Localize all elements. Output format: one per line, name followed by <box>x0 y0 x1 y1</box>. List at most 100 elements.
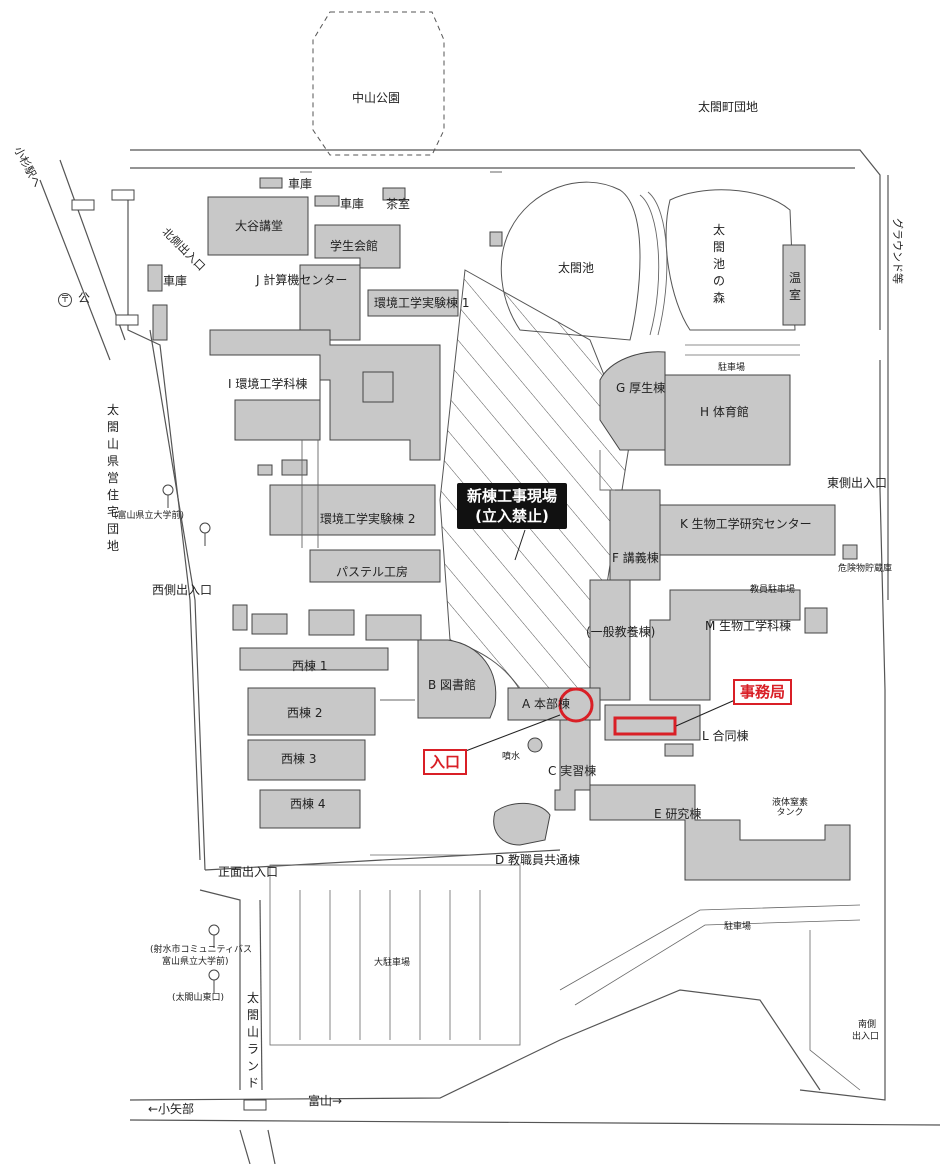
label-west4: 西棟 4 <box>290 797 326 811</box>
label-onshitsu: 温室 <box>788 271 801 302</box>
label-taikoyama-danchi: 太閤山県営住宅団地 <box>106 403 119 553</box>
label-west2: 西棟 2 <box>287 706 323 720</box>
label-j-center: J 計算機センター <box>256 273 348 287</box>
small-sq-1 <box>362 371 394 403</box>
hazmat-bldg <box>842 544 858 560</box>
g-kosei-bldg <box>599 351 666 451</box>
entrance-highlight-circle <box>558 687 594 723</box>
label-d-staff: D 教職員共通棟 <box>495 853 581 867</box>
label-toyama: 富山→ <box>308 1094 343 1108</box>
label-garage-1: 車庫 <box>288 177 313 191</box>
env-lab2-bldg <box>269 484 436 536</box>
label-taikoike: 太閤池 <box>558 261 595 275</box>
i-env-bldg <box>209 329 441 461</box>
label-k-bio: K 生物工学研究センター <box>680 517 812 531</box>
j-center-bldg <box>299 264 361 341</box>
west3-bldg <box>247 739 366 781</box>
label-b-library: B 図書館 <box>428 678 477 692</box>
label-garage-3: 車庫 <box>163 274 188 288</box>
chashitsu-bldg <box>382 187 406 201</box>
staff-parking-bldg <box>804 607 828 634</box>
l-joint-annex <box>664 743 694 757</box>
gate-marks <box>71 189 267 1111</box>
label-hazmat: 危険物貯蔵庫 <box>838 564 893 574</box>
label-lng-tank: 液体窒素タンク <box>771 798 808 818</box>
top-parking-grid <box>685 344 800 356</box>
label-chashitsu: 茶室 <box>386 197 411 211</box>
label-g-kosei: G 厚生棟 <box>616 381 666 395</box>
label-l-joint: L 合同棟 <box>702 729 749 743</box>
otani-hall-bldg <box>207 196 309 256</box>
onshitsu-bldg <box>782 244 806 326</box>
label-taikoike-forest: 太閤池の森 <box>712 223 725 305</box>
label-env-lab1: 環境工学実験棟 1 <box>374 296 470 310</box>
label-taikoyama-land: 太閤山ランド <box>246 991 259 1090</box>
label-south-gate-1: 南側 <box>858 1020 877 1030</box>
label-pastel: パステル工房 <box>336 565 409 579</box>
notice-line-2: (立入禁止) <box>475 507 549 525</box>
label-south-gate-2: 出入口 <box>852 1032 880 1042</box>
b-library-bldg <box>417 639 497 719</box>
pastel-bldg <box>309 549 441 583</box>
big-parking-grid <box>269 854 521 1046</box>
right-parking-grid <box>559 904 861 1091</box>
label-west3: 西棟 3 <box>281 752 317 766</box>
bus-stop-marks <box>162 484 220 993</box>
e-research-bldg <box>589 784 851 881</box>
label-koyabe: ←小矢部 <box>148 1102 195 1116</box>
nakayama-park-area <box>312 11 445 156</box>
h-gym-bldg <box>664 374 791 466</box>
garage-bldg-1 <box>259 177 283 189</box>
label-fountain: 噴水 <box>502 752 521 762</box>
west-annex-4 <box>365 614 422 641</box>
label-east-gate: 東側出入口 <box>827 476 888 490</box>
label-a-main: A 本部棟 <box>522 697 571 711</box>
label-big-parking: 大駐車場 <box>374 958 411 968</box>
west2-bldg <box>247 687 376 736</box>
label-i-env: I 環境工学科棟 <box>228 377 308 391</box>
f-lecture-bldg <box>609 489 661 581</box>
label-m-bio: M 生物工学科棟 <box>705 619 792 633</box>
garage-left-bldg <box>147 264 163 292</box>
jimukyoku-highlight-rect <box>613 716 677 736</box>
m-bio-bldg <box>649 589 801 701</box>
small-bldg-top <box>489 231 503 247</box>
label-iriguchi: 入口 <box>423 749 468 775</box>
label-west-gate: 西側出入口 <box>152 583 213 597</box>
label-general-edu: (一般教養棟) <box>586 625 656 639</box>
construction-notice: 新棟工事現場 (立入禁止) <box>457 483 568 529</box>
label-bus-imizu-1: (射水市コミュニティバス <box>150 945 252 955</box>
small-sq-2 <box>281 459 308 476</box>
notice-pointer <box>514 529 526 561</box>
notice-line-1: 新棟工事現場 <box>467 487 558 505</box>
forest-area <box>665 189 796 331</box>
general-edu-bldg <box>589 579 631 701</box>
post-office-mark: 〒 <box>58 293 72 307</box>
label-f-lecture: F 講義棟 <box>612 551 659 565</box>
entrance-pointer <box>462 714 561 753</box>
env-lab1-bldg <box>367 289 459 317</box>
label-taikocho-danchi: 太閤町団地 <box>698 100 759 114</box>
west4-bldg <box>259 789 361 829</box>
label-garage-2: 車庫 <box>340 197 365 211</box>
d-staff-bldg <box>493 802 551 846</box>
koban-mark: 公 <box>78 291 91 305</box>
fountain-mark <box>527 737 543 753</box>
west1-bldg <box>239 647 389 671</box>
label-ground: グラウンド等 <box>891 218 904 284</box>
label-west1: 西棟 1 <box>292 659 328 673</box>
label-nakayama-park: 中山公園 <box>352 91 401 105</box>
garage-bldg-2 <box>314 195 340 207</box>
jimukyoku-pointer <box>675 699 736 727</box>
a-main-bldg <box>507 687 601 721</box>
small-sq-3 <box>257 464 273 476</box>
west-annex-3 <box>308 609 355 636</box>
west-annex-2 <box>251 613 288 635</box>
label-staff-parking: 教員駐車場 <box>750 585 796 595</box>
label-parking-top: 駐車場 <box>718 363 746 373</box>
label-bus-taikoyama: (太閤山東口) <box>172 993 225 1003</box>
label-front-gate: 正面出入口 <box>218 865 279 879</box>
label-bus-imizu-2: 富山県立大学前) <box>162 957 229 967</box>
label-parking-right: 駐車場 <box>724 922 752 932</box>
label-c-practice: C 実習棟 <box>548 764 597 778</box>
